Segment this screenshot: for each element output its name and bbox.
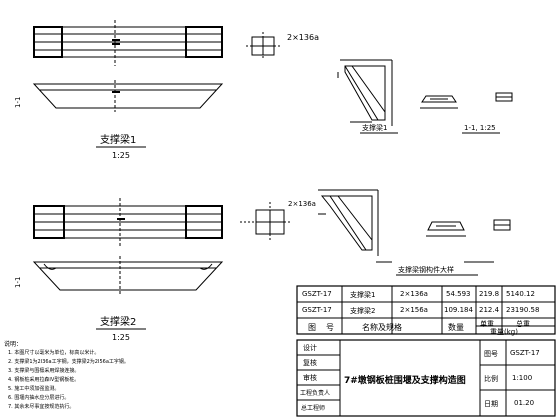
beam1-section-label: 2×136a (287, 33, 319, 42)
beam2-plan (33, 198, 223, 246)
beam2-elevation (32, 256, 224, 296)
bracket1-label-b: 1-1, 1:25 (464, 124, 496, 132)
note-line: 1. 本图尺寸以毫米为单位，标高以米计。 (8, 350, 100, 356)
beam1-plan (33, 20, 223, 66)
notes-text: 说明： 1. 本图尺寸以毫米为单位，标高以米计。 2. 支撑梁1为2I36a工字… (4, 340, 164, 412)
row2-length: 109.184 (444, 306, 473, 314)
beam1-section (246, 32, 280, 60)
beam1-elevation (32, 80, 224, 112)
bracket1-label-a: 支撑梁1 (362, 123, 387, 132)
row1-spec: 2×136a (400, 290, 428, 298)
bracket1-detail (337, 59, 393, 126)
header-name: 名称及规格 (362, 323, 402, 332)
beam1-scale: 1:25 (112, 151, 130, 160)
beam1-cut-label: 1-1 (14, 97, 22, 108)
tb-main-title: 7#墩钢板桩围堰及支撑构造图 (344, 376, 466, 386)
row1-name: 支撑梁1 (350, 291, 376, 299)
bracket2-plate2 (493, 219, 511, 231)
note-line: 3. 支撑梁与围檩采用焊接连接。 (8, 368, 80, 374)
tb-label-2: 复核 (303, 359, 317, 367)
bracket1-plate2 (495, 92, 513, 102)
note-line: 4. 钢板桩采用拉森IV型钢板桩。 (8, 377, 80, 383)
beam2-section (240, 202, 290, 240)
parts-table (296, 285, 556, 335)
title-block (296, 339, 556, 417)
row2-spec: 2×156a (400, 306, 428, 314)
tb-right-value-1: GSZT-17 (510, 349, 540, 357)
header-code: 号 (326, 323, 334, 332)
bracket2-caption: 支撑梁钢构件大样 (398, 265, 454, 274)
beam2-title: 支撑梁2 (100, 315, 136, 328)
row1-unitwt: 219.8 (479, 290, 500, 298)
tb-right-label-2: 比例 (484, 375, 498, 383)
tb-label-5: 总工程师 (301, 405, 326, 412)
tb-label-3: 审核 (303, 374, 317, 382)
row1-length: 54.593 (446, 290, 471, 298)
header-length: 数量 (448, 323, 464, 332)
notes-heading: 说明： (4, 341, 23, 348)
beam2-section-label: 2×136a (288, 200, 316, 208)
row2-unitwt: 212.4 (479, 306, 500, 314)
header-total: 总重 (516, 320, 530, 328)
row2-code: GSZT-17 (302, 306, 332, 314)
bracket2-detail (318, 189, 379, 256)
note-line: 6. 围堰内抽水应分层进行。 (8, 395, 70, 401)
header-weight: 重量(kg) (490, 328, 518, 336)
row2-total: 23190.58 (506, 306, 540, 314)
beam2-cut-label: 1-1 (14, 277, 22, 288)
beam1-title: 支撑梁1 (100, 133, 136, 146)
tb-right-value-2: 1:100 (512, 374, 533, 382)
beam2-scale: 1:25 (112, 333, 130, 342)
row1-code: GSZT-17 (302, 290, 332, 298)
header-no: 图 (308, 323, 316, 332)
bracket2-plate (426, 221, 466, 237)
tb-right-label-1: 图号 (484, 350, 498, 358)
row2-name: 支撑梁2 (350, 307, 376, 315)
bracket1-plate (420, 95, 458, 109)
note-line: 7. 其余未尽事宜按规范执行。 (8, 404, 75, 410)
tb-right-label-3: 日期 (484, 400, 498, 408)
header-unit: 单重 (480, 320, 494, 328)
tb-right-value-3: 01.20 (514, 399, 535, 407)
tb-label-4: 工程负责人 (300, 390, 331, 397)
note-line: 5. 施工中须加强监测。 (8, 386, 60, 392)
tb-label-1: 设计 (303, 344, 317, 352)
row1-total: 5140.12 (506, 290, 535, 298)
note-line: 2. 支撑梁1为2I36a工字钢，支撑梁2为2I56a工字钢。 (8, 359, 129, 365)
